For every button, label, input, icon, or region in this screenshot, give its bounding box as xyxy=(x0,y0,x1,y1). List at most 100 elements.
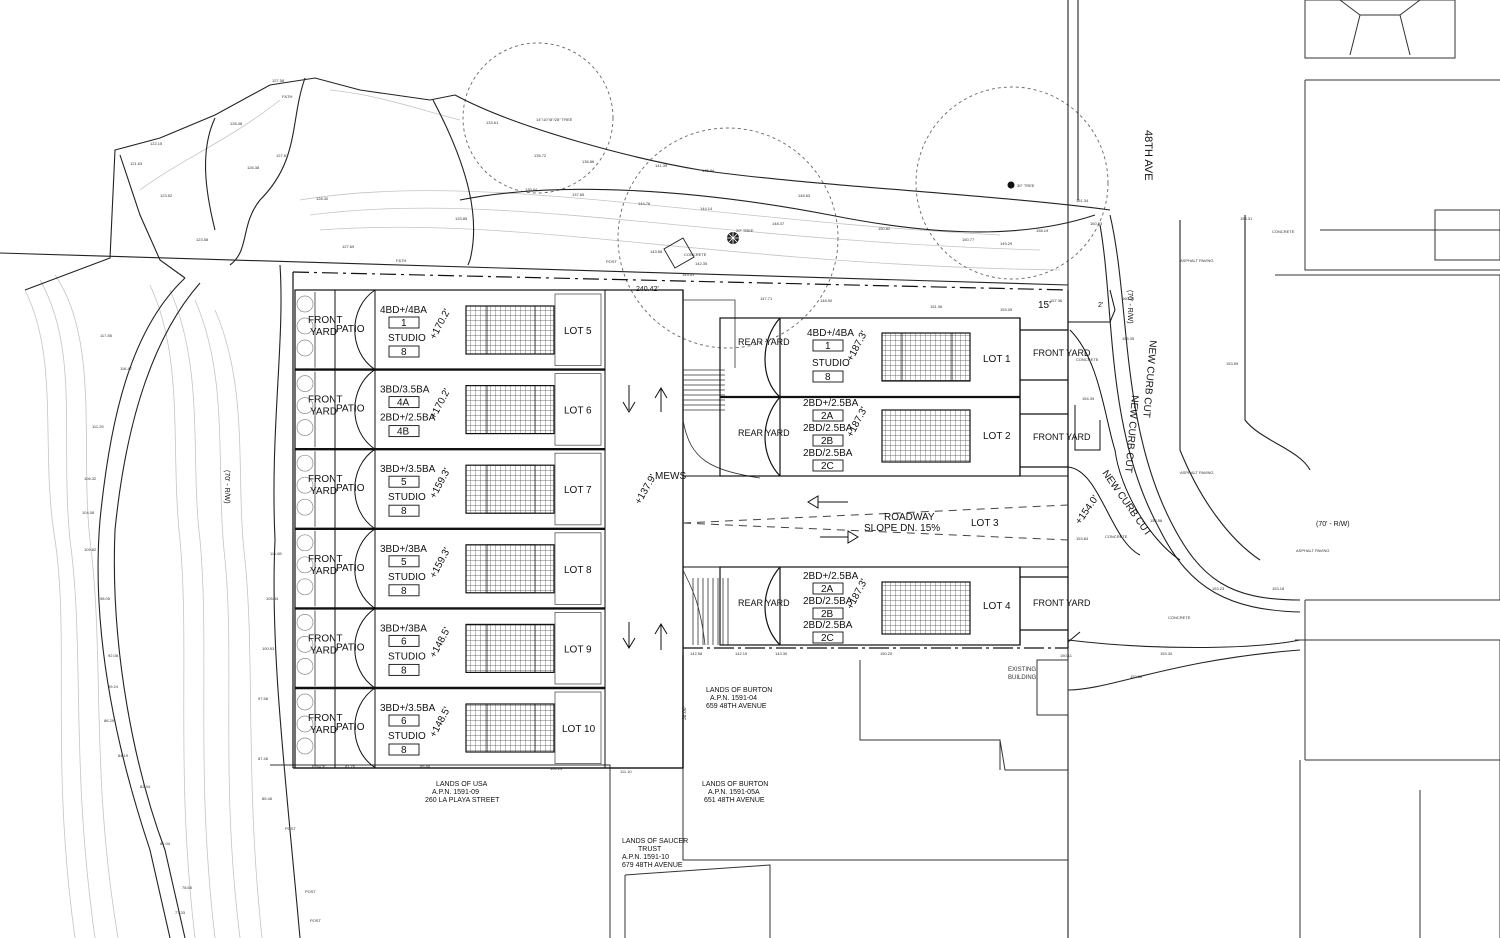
row-label-left: (70' - R/W) xyxy=(223,470,230,504)
front-yard-label: YARD xyxy=(310,566,337,577)
svg-text:POST: POST xyxy=(305,889,316,894)
lot-label: LOT 8 xyxy=(564,565,592,576)
unit-number: 2B xyxy=(821,436,834,447)
tree-label: 30" TREE xyxy=(1017,183,1035,188)
concrete-label: CONCRETE xyxy=(1168,615,1191,620)
svg-text:85.48: 85.48 xyxy=(262,796,273,801)
svg-text:150.77: 150.77 xyxy=(962,237,975,242)
svg-text:F&TH: F&TH xyxy=(282,94,293,99)
curb-cut-label: NEW CURB CUT xyxy=(1100,468,1154,538)
front-yard-label: FRONT xyxy=(308,395,342,406)
unit-number: 8 xyxy=(401,745,407,756)
front-yard-label: YARD xyxy=(310,725,337,736)
svg-text:105.84: 105.84 xyxy=(266,596,279,601)
parcel-label: TRUST xyxy=(638,846,662,853)
asphalt-label: ASPHALT PAVING xyxy=(1180,258,1214,263)
svg-text:122.15: 122.15 xyxy=(150,141,163,146)
svg-text:126.38: 126.38 xyxy=(247,165,260,170)
unit-number: 4A xyxy=(397,398,410,409)
svg-text:84.19: 84.19 xyxy=(118,753,129,758)
unit-elevation: +170.2' xyxy=(428,307,453,341)
lot-label: LOT 10 xyxy=(562,724,596,735)
svg-text:153.18: 153.18 xyxy=(1272,586,1285,591)
svg-text:128.48: 128.48 xyxy=(230,121,243,126)
unit-number: 6 xyxy=(401,716,407,727)
unit-type: 2BD+/2.5BA xyxy=(803,398,859,409)
unit-type: 2BD+/2.5BA xyxy=(380,413,436,424)
svg-text:136.86: 136.86 xyxy=(582,159,595,164)
unit-type: STUDIO xyxy=(388,492,426,503)
left-lots: FRONTYARDPATIO4BD+/4BA1STUDIO8+170.2'LOT… xyxy=(295,289,605,769)
parcel-label: 651 48TH AVENUE xyxy=(704,797,765,804)
adjacent-parcel-labels: LANDS OF BURTON A.P.N. 1591-04 659 48TH … xyxy=(425,687,772,869)
mews-arrows xyxy=(622,385,668,650)
patio-label: PATIO xyxy=(336,324,365,335)
unit-type: 3BD+/3BA xyxy=(380,623,427,634)
existing-building: BUILDING xyxy=(1008,675,1037,681)
svg-text:106.32: 106.32 xyxy=(84,476,97,481)
tree-label: 20" TREE xyxy=(736,228,754,233)
unit-number: 1 xyxy=(825,341,831,352)
unit-number: 8 xyxy=(825,372,831,383)
asphalt-label: ASPHALT PAVING xyxy=(1296,548,1330,553)
svg-text:123.58: 123.58 xyxy=(196,237,209,242)
svg-text:89.24: 89.24 xyxy=(108,684,119,689)
front-yard-label: FRONT xyxy=(308,315,342,326)
curb-cut-label: NEW CURB CUT xyxy=(1140,340,1158,418)
row-label-right: (70' - R/W) xyxy=(1316,521,1350,528)
svg-text:151.36: 151.36 xyxy=(930,304,943,309)
dimension-side: 38.00' xyxy=(682,706,688,720)
svg-text:160.53: 160.53 xyxy=(1090,221,1103,226)
svg-text:POST: POST xyxy=(285,826,296,831)
lot-label: LOT 7 xyxy=(564,485,592,496)
asphalt-label: ASPHALT PAVING xyxy=(1180,470,1214,475)
unit-type: STUDIO xyxy=(388,651,426,662)
dimension-2: 2' xyxy=(1098,302,1103,309)
topography-contours xyxy=(24,89,1061,938)
unit-number: 8 xyxy=(401,586,407,597)
unit-type: STUDIO xyxy=(388,572,426,583)
unit-type: 3BD/3.5BA xyxy=(380,385,430,396)
existing-building: EXISTING xyxy=(1008,667,1036,673)
parcel-label: A.P.N. 1591-05A xyxy=(708,789,760,796)
unit-type: 4BD+/4BA xyxy=(380,305,427,316)
lot-label: LOT 3 xyxy=(971,518,999,529)
svg-text:148.63: 148.63 xyxy=(798,193,811,198)
unit-type: 2BD+/2.5BA xyxy=(803,571,859,582)
parcel-label: LANDS OF SAUCER xyxy=(622,838,688,845)
unit-type: 4BD+/4BA xyxy=(807,328,854,339)
svg-text:153.58: 153.58 xyxy=(1150,518,1163,523)
svg-text:98.05: 98.05 xyxy=(100,596,111,601)
svg-text:F&TH: F&TH xyxy=(396,258,407,263)
svg-text:133.85: 133.85 xyxy=(455,216,468,221)
concrete-label: CONCRETE xyxy=(1076,357,1099,362)
svg-text:135.84: 135.84 xyxy=(525,187,538,192)
svg-text:144.14: 144.14 xyxy=(700,206,713,211)
front-yard-label: YARD xyxy=(310,645,337,656)
unit-number: 5 xyxy=(401,557,407,568)
svg-text:153.59: 153.59 xyxy=(1226,361,1239,366)
unit-number: 8 xyxy=(401,347,407,358)
parcel-label: 659 48TH AVENUE xyxy=(706,703,767,710)
unit-elevation: +187.3' xyxy=(845,577,870,611)
slope-label: SLOPE DN. 15% xyxy=(864,523,940,534)
parcel-label: LANDS OF BURTON xyxy=(706,687,772,694)
tree-trunk xyxy=(1007,181,1015,189)
svg-text:149.29: 149.29 xyxy=(1000,241,1013,246)
unit-number: 4B xyxy=(397,427,410,438)
unit-type: 3BD+/3BA xyxy=(380,544,427,555)
building-footprints-right xyxy=(881,332,971,635)
svg-text:97.58: 97.58 xyxy=(258,696,269,701)
svg-text:150.82: 150.82 xyxy=(878,226,891,231)
svg-text:145.84: 145.84 xyxy=(702,168,715,173)
unit-type: 2BD/2.5BA xyxy=(803,620,853,631)
svg-text:82.34: 82.34 xyxy=(140,784,151,789)
row-label-curb: (70' - R/W) xyxy=(1126,290,1133,324)
svg-text:142.58: 142.58 xyxy=(690,651,703,656)
svg-text:157.36: 157.36 xyxy=(1050,298,1063,303)
svg-text:127.58: 127.58 xyxy=(272,78,285,83)
unit-type: STUDIO xyxy=(388,731,426,742)
unit-number: 2A xyxy=(821,411,834,422)
parcel-label: A.P.N. 1591-09 xyxy=(432,789,479,796)
unit-elevation: +154.0' xyxy=(1073,493,1101,526)
